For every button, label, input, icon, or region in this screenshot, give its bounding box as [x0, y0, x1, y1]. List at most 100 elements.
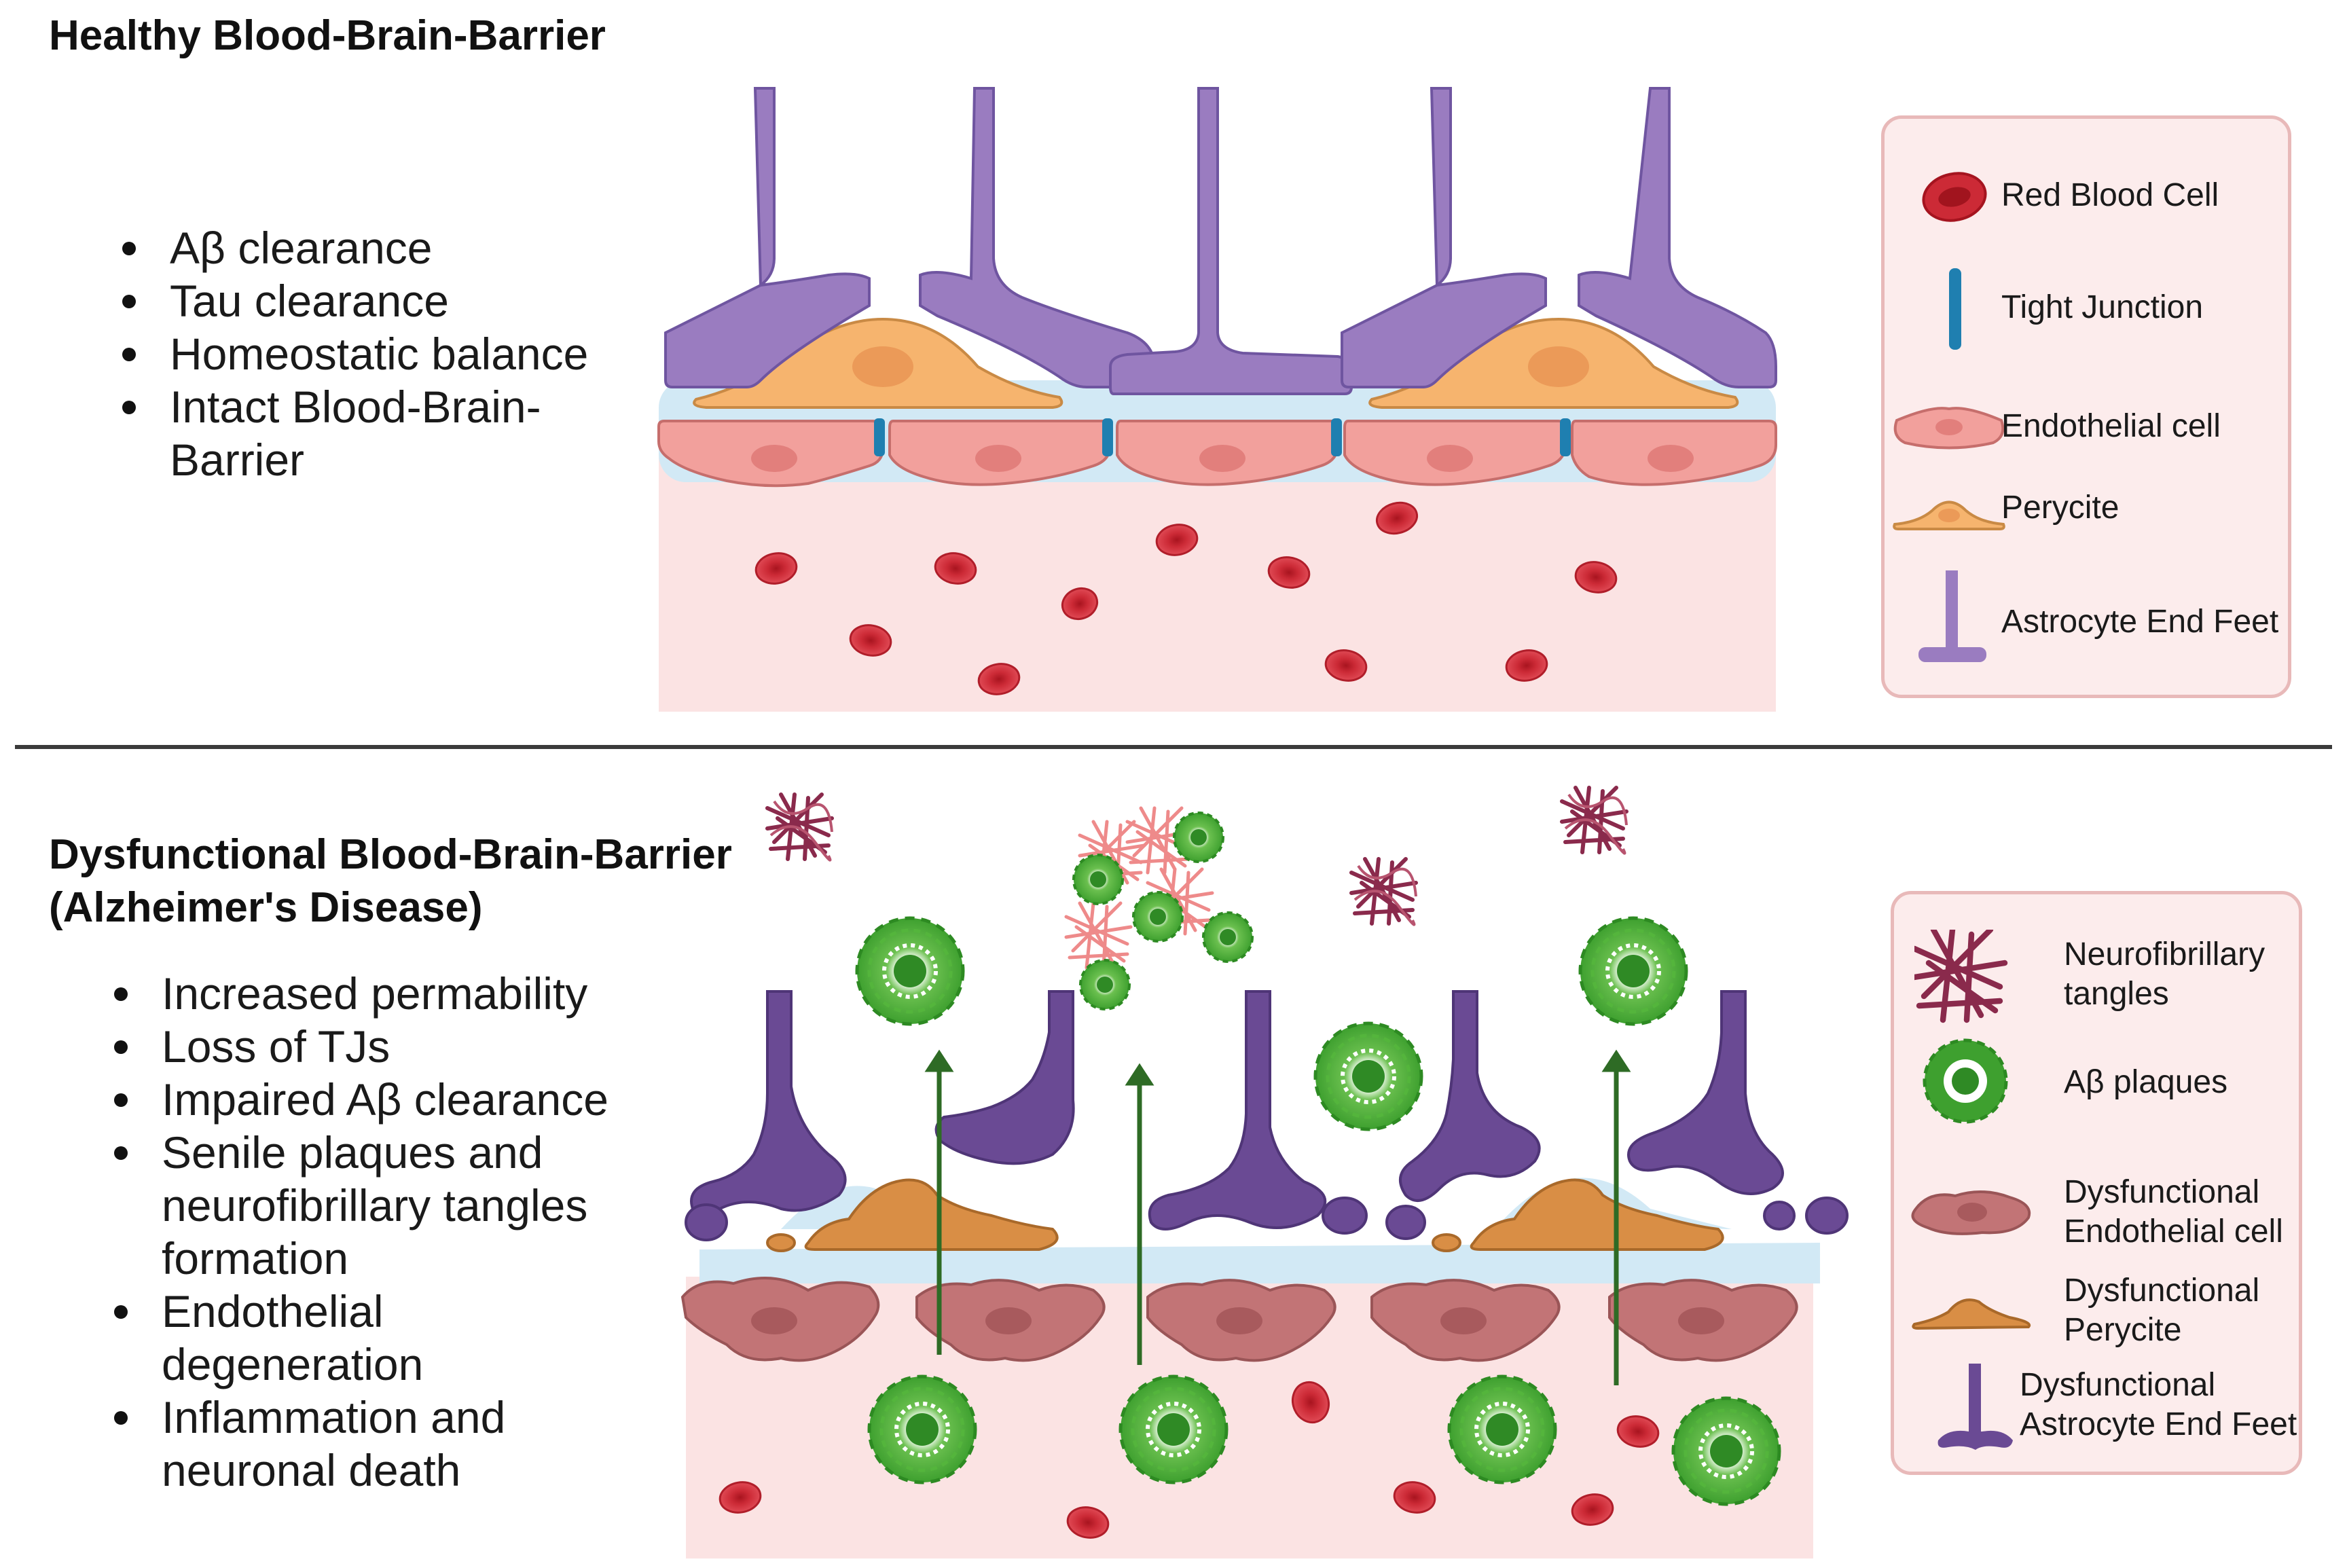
endothelial-cell-icon	[1893, 407, 2005, 450]
healthy-bullet-list: Aβ clearance Tau clearance Homeostatic b…	[117, 221, 592, 486]
dysfunctional-title-line2: (Alzheimer's Disease)	[49, 884, 483, 931]
amyloid-beta-plaque	[1315, 1023, 1421, 1129]
red-blood-cell	[977, 663, 1021, 695]
dysfunctional-title-line1: Dysfunctional Blood-Brain-Barrier	[49, 831, 732, 878]
pericyte-icon	[1893, 500, 2005, 530]
neurofibrillary-tangles-icon	[1914, 930, 2008, 1023]
legend-label: Dysfunctional Endothelial cell	[2064, 1174, 2283, 1250]
astrocyte-end-foot	[919, 87, 1156, 388]
tight-junction	[1102, 418, 1113, 456]
list-item: Homeostatic balance	[117, 327, 592, 380]
basement-membrane	[699, 1243, 1820, 1283]
list-item: Senile plaques and neurofibrillary tangl…	[109, 1126, 625, 1285]
neurofibrillary-tangle	[1066, 903, 1131, 968]
legend-item-neurofibrillary-tangles: Neurofibrillary tangles	[1894, 922, 2299, 1023]
dysfunctional-endothelial-cell	[680, 1277, 1798, 1362]
red-blood-cell	[718, 1481, 762, 1514]
legend-item-dysfunctional-pericyte: Dysfunctional Perycite	[1894, 1258, 2299, 1360]
red-blood-cell	[1393, 1481, 1436, 1514]
amyloid-beta-plaque	[869, 1376, 975, 1482]
red-blood-cell	[1375, 501, 1419, 535]
dysfunctional-bbb-illustration	[680, 774, 1849, 1558]
legend-item-tight-junction: Tight Junction	[1885, 258, 2288, 360]
red-blood-cell-icon	[1922, 172, 1987, 222]
red-blood-cell	[934, 552, 977, 585]
healthy-legend: Red Blood Cell Tight Junction Endothelia…	[1881, 115, 2291, 698]
dysfunctional-astrocyte-end-foot	[934, 990, 1075, 1165]
legend-item-abeta-plaques: Aβ plaques	[1894, 1030, 2299, 1132]
amyloid-beta-plaque	[1580, 918, 1686, 1024]
list-item: Loss of TJs	[109, 1020, 625, 1073]
astrocyte-end-foot	[1109, 87, 1353, 395]
list-item: Impaired Aβ clearance	[109, 1073, 625, 1126]
amyloid-beta-plaque	[1673, 1398, 1779, 1504]
astrocyte-end-foot	[664, 87, 871, 388]
red-blood-cell	[754, 552, 798, 585]
legend-item-red-blood-cell: Red Blood Cell	[1885, 146, 2288, 248]
list-item: Inflammation and neuronal death	[109, 1391, 625, 1497]
list-item: Intact Blood-Brain-Barrier	[117, 380, 592, 486]
legend-label: Neurofibrillary tangles	[2064, 936, 2266, 1012]
amyloid-beta-plaque	[1079, 959, 1131, 1010]
red-blood-cell	[1267, 556, 1311, 589]
dysfunctional-bullet-list: Increased permability Loss of TJs Impair…	[109, 967, 625, 1497]
legend-item-astrocyte-end-feet: Astrocyte End Feet	[1885, 567, 2288, 669]
section-divider	[15, 745, 2332, 749]
dysfunctional-astrocyte-end-foot	[1148, 990, 1327, 1230]
dysfunctional-legend: Neurofibrillary tangles Aβ plaques Dysfu…	[1891, 891, 2302, 1475]
amyloid-beta-plaque	[857, 918, 963, 1024]
red-blood-cell	[1505, 649, 1548, 682]
legend-item-pericyte: Perycite	[1885, 458, 2288, 560]
tight-junction	[1331, 418, 1342, 456]
neurofibrillary-tangle	[1351, 859, 1416, 925]
astrocyte-end-foot	[1341, 87, 1547, 388]
dysfunctional-section-title: Dysfunctional Blood-Brain-Barrier (Alzhe…	[49, 828, 732, 934]
legend-label: Red Blood Cell	[2001, 177, 2219, 213]
amyloid-beta-plaque	[1173, 812, 1224, 863]
dysfunctional-pericyte	[766, 1178, 1724, 1252]
dysfunctional-astrocyte-end-feet-icon	[1937, 1364, 2013, 1450]
red-blood-cell	[1155, 524, 1199, 556]
healthy-bbb-illustration	[657, 87, 1777, 712]
red-blood-cell	[1292, 1381, 1330, 1424]
legend-label: Dysfunctional Perycite	[2064, 1273, 2260, 1348]
neurofibrillary-tangle	[1562, 788, 1626, 854]
list-item: Increased permability	[109, 967, 625, 1020]
dysfunctional-astrocyte-end-foot	[1627, 990, 1784, 1195]
amyloid-beta-plaque-icon	[1923, 1038, 2008, 1124]
legend-item-dysfunctional-endothelial-cell: Dysfunctional Endothelial cell	[1894, 1159, 2299, 1261]
amyloid-beta-plaque	[1072, 854, 1124, 905]
red-blood-cell	[1324, 649, 1368, 682]
amyloid-beta-plaque	[1449, 1376, 1555, 1482]
legend-label: Dysfunctional Astrocyte End Feet	[2020, 1367, 2297, 1442]
legend-item-dysfunctional-astrocyte-end-feet: Dysfunctional Astrocyte End Feet	[1894, 1356, 2299, 1458]
amyloid-beta-plaque	[1121, 1376, 1226, 1482]
astrocyte-end-foot	[1578, 87, 1777, 388]
tight-junction-icon	[1949, 268, 1961, 350]
tight-junction	[874, 418, 885, 456]
list-item: Endothelial degeneration	[109, 1285, 625, 1391]
legend-label: Astrocyte End Feet	[2001, 604, 2279, 640]
neurofibrillary-tangle	[767, 795, 832, 860]
dysfunctional-astrocyte-end-foot	[1399, 990, 1541, 1202]
legend-item-endothelial-cell: Endothelial cell	[1885, 377, 2288, 479]
amyloid-beta-plaque	[1202, 911, 1254, 963]
red-blood-cell	[1066, 1506, 1110, 1539]
dysfunctional-endothelial-cell-icon	[1911, 1190, 2031, 1235]
red-blood-cell	[1616, 1415, 1660, 1448]
list-item: Tau clearance	[117, 274, 592, 327]
dysfunctional-astrocyte-end-foot	[690, 990, 847, 1217]
healthy-section-title: Healthy Blood-Brain-Barrier	[49, 12, 606, 59]
astrocyte-end-feet-icon	[1918, 570, 1986, 662]
dysfunctional-pericyte-icon	[1912, 1298, 2031, 1330]
amyloid-beta-plaque	[1132, 891, 1184, 943]
pericyte	[1368, 317, 1739, 409]
legend-label: Aβ plaques	[2064, 1064, 2228, 1100]
tight-junction	[1560, 418, 1571, 456]
red-blood-cell	[1571, 1493, 1614, 1526]
red-blood-cell	[849, 624, 892, 657]
red-blood-cell	[1574, 561, 1618, 594]
legend-label: Perycite	[2001, 490, 2119, 526]
red-blood-cell	[1061, 587, 1099, 621]
legend-label: Tight Junction	[2001, 289, 2204, 325]
